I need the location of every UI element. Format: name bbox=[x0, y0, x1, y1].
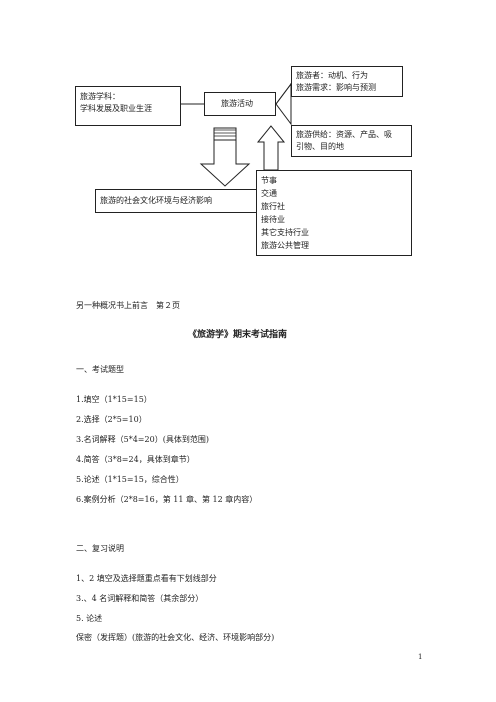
diamond-connector bbox=[275, 82, 292, 126]
box-line: 旅游者：动机、行为 bbox=[296, 71, 368, 80]
box-tourist-demand: 旅游者：动机、行为 旅游需求：影响与预测 bbox=[291, 66, 403, 97]
review-note: 5. 论述 bbox=[76, 614, 103, 623]
box-label: 旅游活动 bbox=[221, 99, 253, 108]
question-type-item: 5.论述（1*15=15，综合性） bbox=[76, 475, 184, 484]
diagram-arrows bbox=[181, 82, 292, 187]
review-note: 1、2 填空及选择题重点看有下划线部分 bbox=[76, 574, 217, 583]
page-title: 《旅游学》期末考试指南 bbox=[188, 330, 288, 340]
box-line: 引物、目的地 bbox=[296, 142, 344, 151]
box-line: 其它支持行业 bbox=[261, 228, 309, 237]
question-type-item: 3.名词解释（5*4=20）(具体到范围) bbox=[76, 435, 209, 444]
header-line: 另一种概况书上前言 第２页 bbox=[76, 301, 180, 310]
question-type-item: 4.简答（3*8=24，具体到章节） bbox=[76, 455, 195, 464]
box-tourism-activity: 旅游活动 bbox=[204, 92, 276, 116]
review-note: 保密（发挥题）(旅游的社会文化、经济、环境影响部分) bbox=[76, 633, 275, 642]
section-heading: 一、考试题型 bbox=[76, 365, 124, 374]
down-arrow-icon bbox=[199, 127, 251, 187]
box-line: 旅游学科： bbox=[80, 92, 120, 101]
question-type-item: 6.案例分析（2*8=16，第 11 章、第 12 章内容） bbox=[76, 495, 258, 504]
question-type-item: 1.填空（1*15=15） bbox=[76, 395, 152, 404]
box-label: 旅游的社会文化环境与经济影响 bbox=[100, 196, 212, 205]
box-line: 接待业 bbox=[261, 215, 285, 224]
box-line: 旅行社 bbox=[261, 202, 285, 211]
box-line: 旅游需求：影响与预测 bbox=[296, 83, 376, 92]
box-tourism-supply: 旅游供给：资源、产品、吸 引物、目的地 bbox=[291, 125, 412, 157]
box-line: 交通 bbox=[261, 189, 277, 198]
box-line: 旅游公共管理 bbox=[261, 241, 309, 250]
box-tourism-impact: 旅游的社会文化环境与经济影响 bbox=[95, 189, 258, 213]
box-line: 旅游供给：资源、产品、吸 bbox=[296, 130, 392, 139]
question-type-item: 2.选择（2*5=10） bbox=[76, 415, 147, 424]
box-tourism-industry: 节事 交通 旅行社 接待业 其它支持行业 旅游公共管理 bbox=[256, 170, 412, 256]
review-note: 3.、4 名词解释和简答（其余部分） bbox=[76, 594, 204, 603]
box-line: 学科发展及职业生涯 bbox=[80, 104, 152, 113]
up-arrow-icon bbox=[256, 125, 286, 171]
page-number: 1 bbox=[418, 653, 423, 661]
section-heading: 二、复习说明 bbox=[76, 544, 124, 553]
box-tourism-discipline: 旅游学科： 学科发展及职业生涯 bbox=[75, 86, 181, 126]
box-line: 节事 bbox=[261, 176, 277, 185]
